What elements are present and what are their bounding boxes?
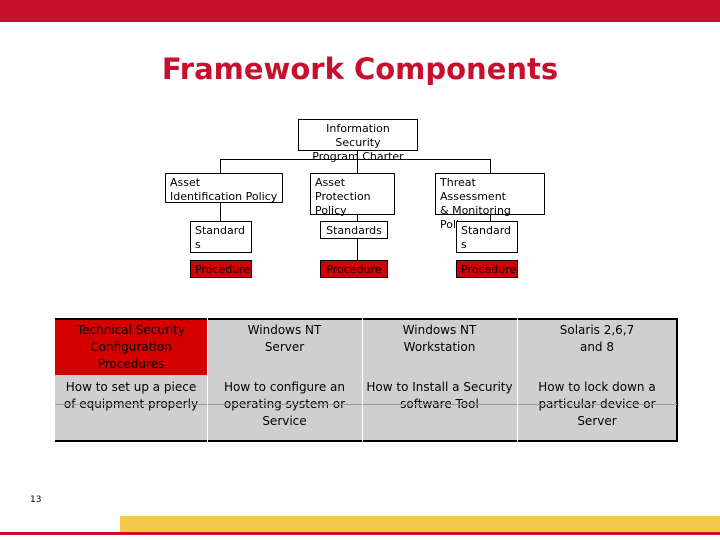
table-cell-technical-security: Technical Security Configuration Procedu… xyxy=(55,318,207,375)
threat-assessment-policy-box: Threat Assessment & Monitoring Policy xyxy=(435,173,545,231)
connector-left-down xyxy=(220,159,221,173)
footer-line xyxy=(0,532,720,535)
page-title: Framework Components xyxy=(161,52,559,86)
table-col-divider-1 xyxy=(207,318,208,442)
table-border-bottom xyxy=(55,440,677,442)
standards-box-3: Standard s xyxy=(456,221,518,253)
table-cell-install-tool: How to Install a Security software Tool xyxy=(362,375,517,441)
connector-right-down xyxy=(490,159,491,173)
slide-number: 13 xyxy=(30,495,42,505)
table-cell-setup-equipment: How to set up a piece of equipment prope… xyxy=(55,375,207,441)
procedure-box-3: Procedure xyxy=(456,260,518,278)
table-border-top xyxy=(55,318,677,320)
connector-std2-proc xyxy=(357,239,358,260)
connector-policy1-standards xyxy=(220,203,221,221)
table-cell-nt-workstation: Windows NT Workstation xyxy=(362,318,517,375)
table-cell-solaris: Solaris 2,6,7 and 8 xyxy=(517,318,677,375)
standards-box-2: Standards xyxy=(320,221,388,239)
asset-protection-policy-box: Asset Protection Policy xyxy=(310,173,395,217)
connector-mid-down xyxy=(357,159,358,173)
table-col-divider-3 xyxy=(517,318,518,442)
table-row-divider xyxy=(55,404,677,405)
top-banner xyxy=(0,0,720,22)
connector-policy2-standards xyxy=(357,215,358,221)
table-cell-configure-os: How to configure an operating system or … xyxy=(207,375,362,441)
connector-charter-down xyxy=(357,151,358,159)
procedure-box-1: Procedure xyxy=(190,260,252,278)
charter-box: Information Security Program Charter xyxy=(298,119,418,163)
table-border-right xyxy=(676,318,678,442)
table-col-divider-2 xyxy=(362,318,363,442)
standards-box-1: Standard s xyxy=(190,221,252,253)
connector-horizontal xyxy=(220,159,490,160)
footer-accent-bar xyxy=(120,516,720,532)
connector-policy3-standards xyxy=(490,215,491,221)
table-cell-nt-server: Windows NT Server xyxy=(207,318,362,375)
asset-identification-policy-box: Asset Identification Policy xyxy=(165,173,283,203)
procedure-box-2: Procedure xyxy=(320,260,388,278)
table-cell-lock-down: How to lock down a particular device or … xyxy=(517,375,677,441)
